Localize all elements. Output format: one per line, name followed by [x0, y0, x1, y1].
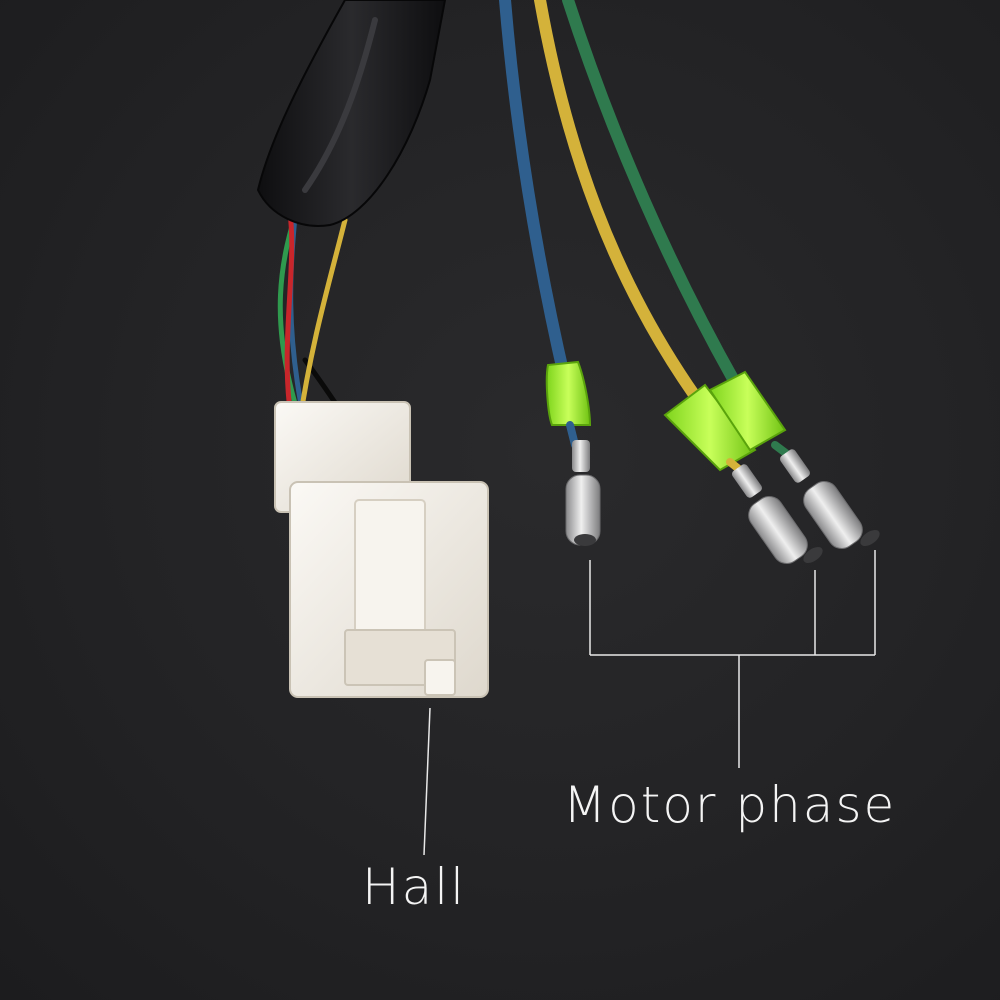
annotation-lines — [423, 550, 876, 856]
green-bullet-terminal — [708, 370, 880, 549]
hall-wire-red — [284, 197, 295, 428]
phase-wire-yellow — [534, 0, 711, 416]
hall-leader-line — [423, 707, 431, 856]
heat-shrink-sleeve — [256, 0, 447, 227]
hall-wires — [277, 197, 348, 428]
hall-wire-yellow — [297, 217, 348, 423]
yellow-bullet-terminal — [663, 383, 823, 564]
hall-connector-latch — [424, 659, 456, 696]
heat-shrink-highlight — [302, 17, 378, 193]
blue-bullet-terminal — [545, 360, 601, 546]
motor-phase-wires — [499, 0, 751, 416]
phase-wire-blue — [499, 0, 571, 386]
hall-label: Hall — [362, 858, 467, 916]
phase-wire-green — [562, 0, 751, 406]
hall-connector — [274, 401, 489, 698]
motor-phase-label: Motor phase — [563, 776, 897, 834]
